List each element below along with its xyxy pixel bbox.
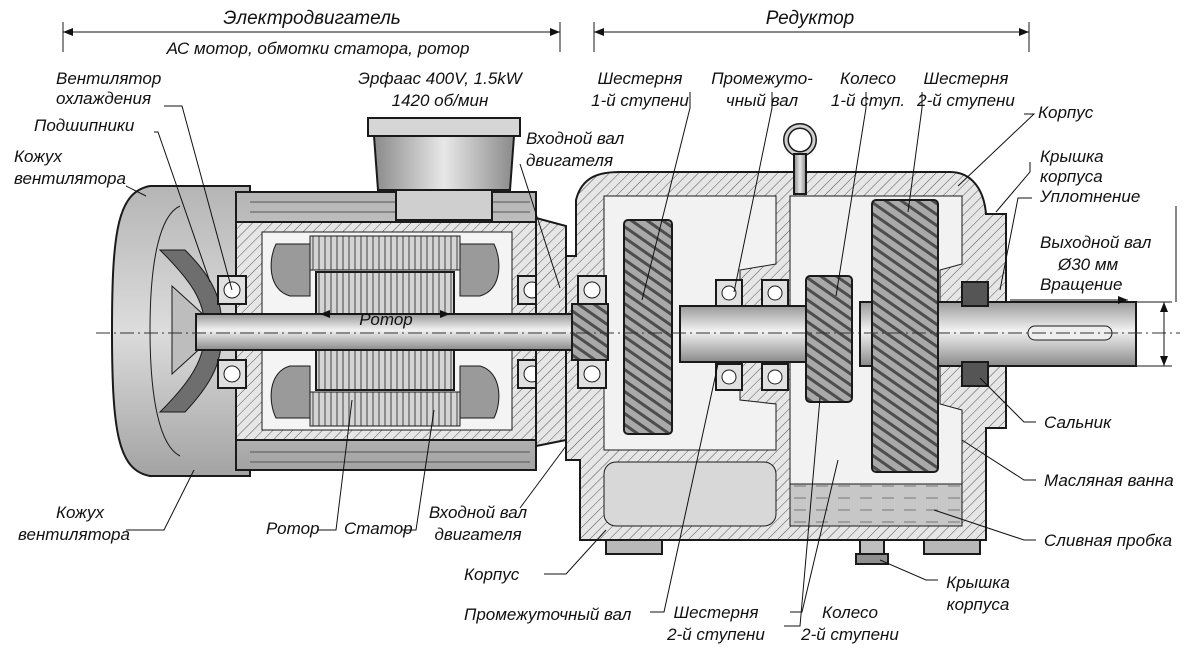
label-input-shaft-bottom-1: Входной вал <box>429 503 528 522</box>
stator-assembly <box>270 235 500 427</box>
label-oil-seal: Сальник <box>1044 413 1112 432</box>
label-wheel1-1: Колесо <box>840 69 896 88</box>
label-oil-bath: Масляная ванна <box>1044 471 1174 490</box>
shafts <box>195 301 1137 367</box>
label-rotation: Вращение <box>1040 275 1122 294</box>
label-inter-shaft-bottom: Промежуточный вал <box>464 605 632 624</box>
label-gear1-2: 1-й ступени <box>591 91 689 110</box>
drain-plug-part <box>855 539 889 565</box>
reducer-title: Редуктор <box>766 8 855 29</box>
reducer-bearings <box>577 275 989 391</box>
oil-bath-fill <box>789 483 963 527</box>
label-out-shaft-2: Ø30 мм <box>1057 255 1119 274</box>
leader-lines <box>125 92 1036 627</box>
label-fan-cooling-2: охлаждения <box>56 89 151 108</box>
gear-stage2 <box>871 199 939 473</box>
label-input-shaft-bottom-2: двигателя <box>434 525 521 544</box>
label-fan-cover-bottom-1: Кожух <box>56 503 104 522</box>
label-rotor-inner: Ротор <box>359 310 412 329</box>
wheel-stage1 <box>805 275 853 403</box>
label-cover-top-2: корпуса <box>1040 167 1103 186</box>
motor-subtitle: АС мотор, обмотки статора, ротор <box>166 39 470 58</box>
label-input-shaft-top-1: Входной вал <box>526 129 625 148</box>
gear-stage1 <box>623 219 673 435</box>
motor-shaft <box>195 313 593 351</box>
label-fan-cover-top-1: Кожух <box>14 147 62 166</box>
label-fan-cooling-1: Вентилятор <box>56 69 161 88</box>
label-wheel2-2: 2-й ступени <box>800 625 899 644</box>
label-cover-bottom-2: корпуса <box>947 595 1010 614</box>
gears <box>623 199 939 473</box>
electric-motor <box>110 117 567 477</box>
label-housing-bottom: Корпус <box>464 565 520 584</box>
terminal-box <box>367 117 521 221</box>
label-cover-top-1: Крышка <box>1040 147 1104 166</box>
label-housing-right: Корпус <box>1038 103 1094 122</box>
label-stator: Статор <box>344 519 413 538</box>
intermediate-shaft <box>679 305 811 363</box>
output-dimension <box>1010 206 1177 367</box>
label-inter-shaft-top-2: чный вал <box>726 91 799 110</box>
label-gear2-bottom-2: 2-й ступени <box>666 625 765 644</box>
label-inter-shaft-top-1: Промежуто- <box>711 69 813 88</box>
label-rotor-bottom: Ротор <box>266 519 319 538</box>
header-dimensions: Электродвигатель АС мотор, обмотки стато… <box>62 8 1030 110</box>
motor-title: Электродвигатель <box>223 8 401 29</box>
label-fan-cover-top-2: вентилятора <box>14 169 126 188</box>
oil-seal-part-top <box>961 281 989 307</box>
label-gear2-bottom-1: Шестерня <box>674 603 759 622</box>
labels: Вентилятор охлаждения Подшипники Кожух в… <box>14 69 1174 644</box>
label-input-shaft-top-2: двигателя <box>526 151 613 170</box>
label-cover-bottom-1: Крышка <box>946 573 1010 592</box>
label-gear2-top-1: Шестерня <box>924 69 1009 88</box>
label-out-shaft-1: Выходной вал <box>1040 233 1152 252</box>
label-fan-cover-bottom-2: вентилятора <box>18 525 130 544</box>
label-bearings: Подшипники <box>34 116 135 135</box>
label-wheel1-2: 1-й ступ. <box>831 91 905 110</box>
label-gear2-top-2: 2-й ступени <box>916 91 1015 110</box>
label-wheel2-1: Колесо <box>822 603 878 622</box>
label-drain-plug: Сливная пробка <box>1044 531 1172 550</box>
label-seal: Уплотнение <box>1039 187 1140 206</box>
motor-spec-line1: Эрфаас 400V, 1.5kW <box>358 69 524 88</box>
input-pinion <box>571 303 609 361</box>
lifting-eye-bolt <box>783 123 817 195</box>
motor-spec-line2: 1420 об/мин <box>392 91 489 110</box>
label-gear1-1: Шестерня <box>598 69 683 88</box>
